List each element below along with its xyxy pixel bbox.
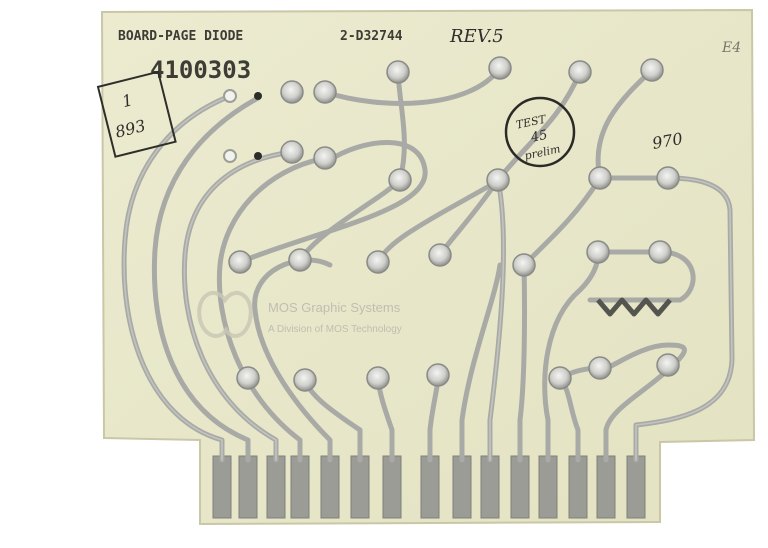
solder-pad [648,240,672,264]
solder-pad [386,60,410,84]
solder-pad [586,240,610,264]
solder-pad [588,356,612,380]
logo-line1: MOS Graphic Systems [268,300,401,315]
solder-pad [640,58,664,82]
connector-contact [568,455,588,519]
connector-contact [510,455,530,519]
solder-pad [512,253,536,277]
stamp-line2: 45 [529,128,549,146]
solder-pad [426,363,450,387]
connector-contact [420,455,440,519]
connector-contact [212,455,232,519]
solder-pad [293,368,317,392]
company-logo: MOS Graphic Systems A Division of MOS Te… [197,290,402,338]
silkscreen-title: BOARD-PAGE DIODE [118,29,243,44]
solder-pad [228,250,252,274]
solder-pad [488,56,512,80]
solder-pad [236,366,260,390]
connector-contact [238,455,258,519]
connector-contact [266,455,286,519]
solder-pad [280,140,304,164]
solder-pad [366,250,390,274]
silkscreen-code: 2-D32744 [340,29,403,44]
solder-pad [313,80,337,104]
stamp-line1: TEST [515,112,549,131]
connector-contact [320,455,340,519]
handwritten-corner: E4 [721,40,741,56]
connector-contact [538,455,558,519]
solder-pad [568,60,592,84]
corner-label-top: 1 [120,90,134,111]
component-outline [596,297,672,317]
connector-contact [382,455,402,519]
solder-pad [548,366,572,390]
component-holes [223,89,262,163]
solder-pad [428,243,452,267]
solder-pad [388,168,412,192]
connector-contact [626,455,646,519]
part-number: 4100303 [150,56,251,84]
solder-pad [656,353,680,377]
connector-contact [596,455,616,519]
circuit-board [100,8,756,526]
handwritten-rev: REV.5 [449,26,504,47]
edge-connector [212,455,646,519]
solder-pad [366,366,390,390]
solder-pad [288,248,312,272]
connector-contact [350,455,370,519]
logo-line2: A Division of MOS Technology [268,324,402,335]
solder-pad [313,146,337,170]
solder-pad [280,80,304,104]
connector-contact [480,455,500,519]
solder-pad [486,168,510,192]
solder-pad [588,166,612,190]
solder-pads [228,56,680,392]
connector-contact [290,455,310,519]
solder-pad [656,166,680,190]
connector-contact [452,455,472,519]
